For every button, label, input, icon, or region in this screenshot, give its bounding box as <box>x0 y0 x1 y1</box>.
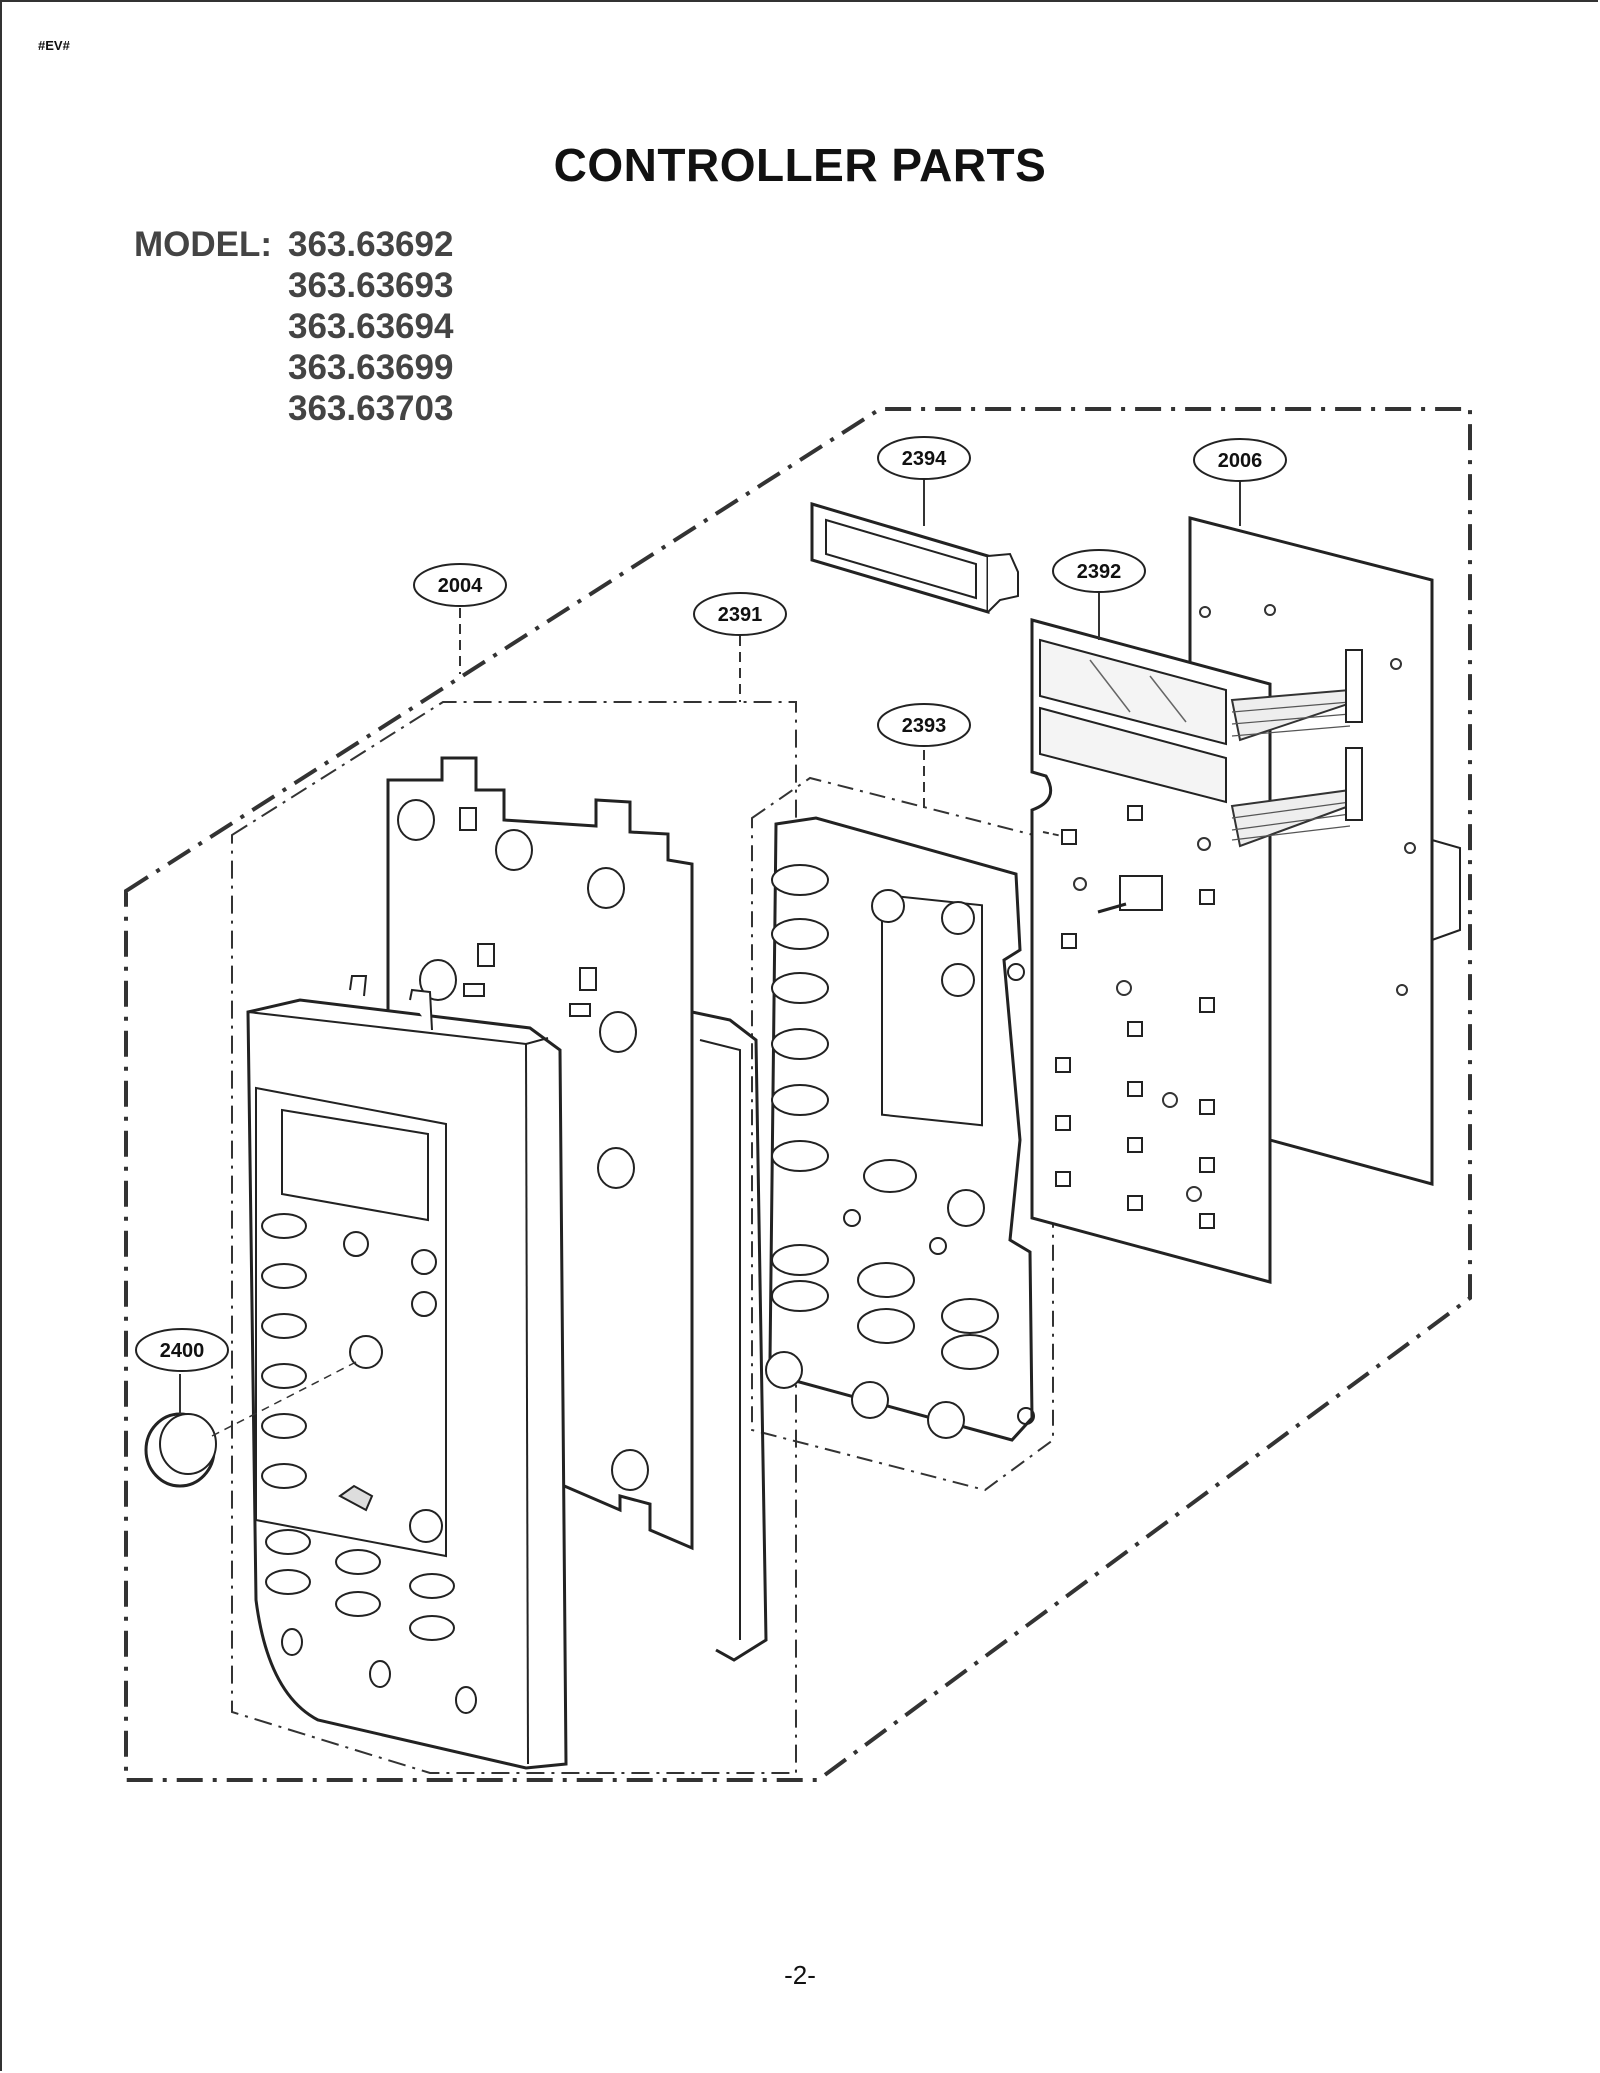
model-row: 363.63699 <box>134 347 453 388</box>
callout-2400: 2400 <box>135 1328 229 1372</box>
callout-label: 2400 <box>160 1340 205 1362</box>
model-list: MODEL: 363.63692 363.63693 363.63694 363.… <box>134 224 453 429</box>
callout-2004: 2004 <box>413 563 507 607</box>
model-row: 363.63694 <box>134 306 453 347</box>
model-number: 363.63694 <box>288 307 454 346</box>
model-row: 363.63693 <box>134 265 453 306</box>
model-number: 363.63703 <box>288 389 454 428</box>
model-row: MODEL: 363.63692 <box>134 224 453 265</box>
page-title: CONTROLLER PARTS <box>553 139 1047 191</box>
group-boundary-2393 <box>751 776 1054 1492</box>
callout-2393: 2393 <box>877 703 971 747</box>
model-number: 363.63692 <box>288 225 454 264</box>
callout-label: 2394 <box>902 448 947 470</box>
callout-label: 2004 <box>438 575 483 597</box>
model-number: 363.63693 <box>288 266 454 305</box>
front-panel-2391 <box>246 975 568 1770</box>
assembly-boundary <box>124 407 1472 1782</box>
callout-label: 2006 <box>1218 450 1263 472</box>
knob-2400 <box>144 1361 357 1488</box>
display-holder-2394 <box>810 501 1019 615</box>
callout-label: 2393 <box>902 715 947 737</box>
model-number: 363.63699 <box>288 348 454 387</box>
callout-2006: 2006 <box>1193 438 1287 482</box>
callout-2392: 2392 <box>1052 549 1146 593</box>
button-frame-2393 <box>765 816 1035 1442</box>
model-label: MODEL: <box>134 225 273 264</box>
page-number: -2- <box>784 1960 816 1990</box>
leader-line-2392-pcb <box>1042 831 1063 837</box>
callout-label: 2392 <box>1077 561 1122 583</box>
group-boundary-2391 <box>231 701 797 1774</box>
display-pcb-2392 <box>1030 618 1363 1284</box>
callout-label: 2391 <box>718 604 763 626</box>
document-code: #EV# <box>38 38 70 53</box>
model-row: 363.63703 <box>134 388 453 429</box>
callout-2394: 2394 <box>877 436 971 480</box>
callout-2391: 2391 <box>693 592 787 636</box>
